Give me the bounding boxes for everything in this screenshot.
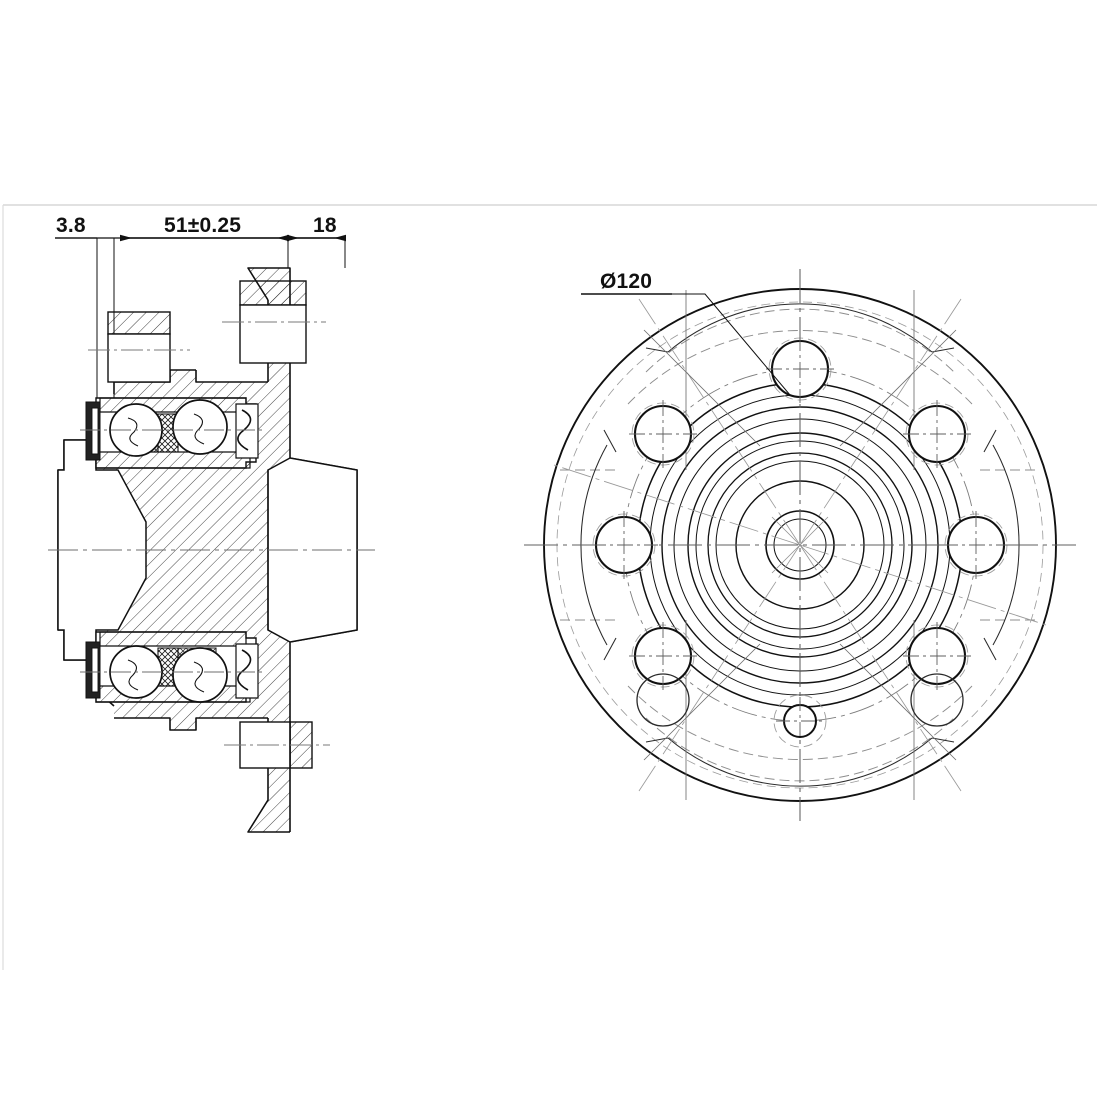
abs-sensor-hole — [773, 694, 827, 748]
bearing-assembly-upper — [80, 397, 262, 469]
bolt-hole-upper-right — [903, 400, 971, 468]
bolt-hole-lower-right — [903, 622, 971, 727]
callout-diameter-120-label: Ø120 — [600, 270, 652, 293]
centre-bore-detail — [771, 516, 829, 574]
bolt-hole-lower-left — [629, 622, 697, 727]
wheel-stud-upper-outer — [222, 280, 326, 364]
dimension-51-label: 51±0.25 — [164, 214, 241, 237]
dimension-block: 3.8 51±0.25 18 — [55, 214, 346, 242]
bolt-hole-left — [590, 511, 658, 579]
wheel-stud-upper — [88, 311, 190, 383]
bolt-hole-upper-left — [629, 400, 697, 468]
front-face-view — [524, 269, 1076, 821]
wheel-stud-lower — [224, 721, 330, 769]
dimension-18-label: 18 — [313, 214, 337, 237]
dimension-3-8-label: 3.8 — [56, 214, 86, 237]
radial-construction-lines — [553, 295, 1047, 795]
rib-edge-lines — [643, 290, 957, 800]
callout-leader-line — [672, 293, 791, 396]
bolt-hole-right — [942, 511, 1010, 579]
bearing-assembly-lower — [80, 631, 262, 703]
bolt-holes-group — [590, 335, 1010, 727]
cross-section-view — [48, 238, 375, 833]
callout-diameter-120: Ø120 — [581, 270, 791, 396]
sheet-border — [2, 204, 1097, 970]
bolt-hole-top — [766, 335, 834, 403]
